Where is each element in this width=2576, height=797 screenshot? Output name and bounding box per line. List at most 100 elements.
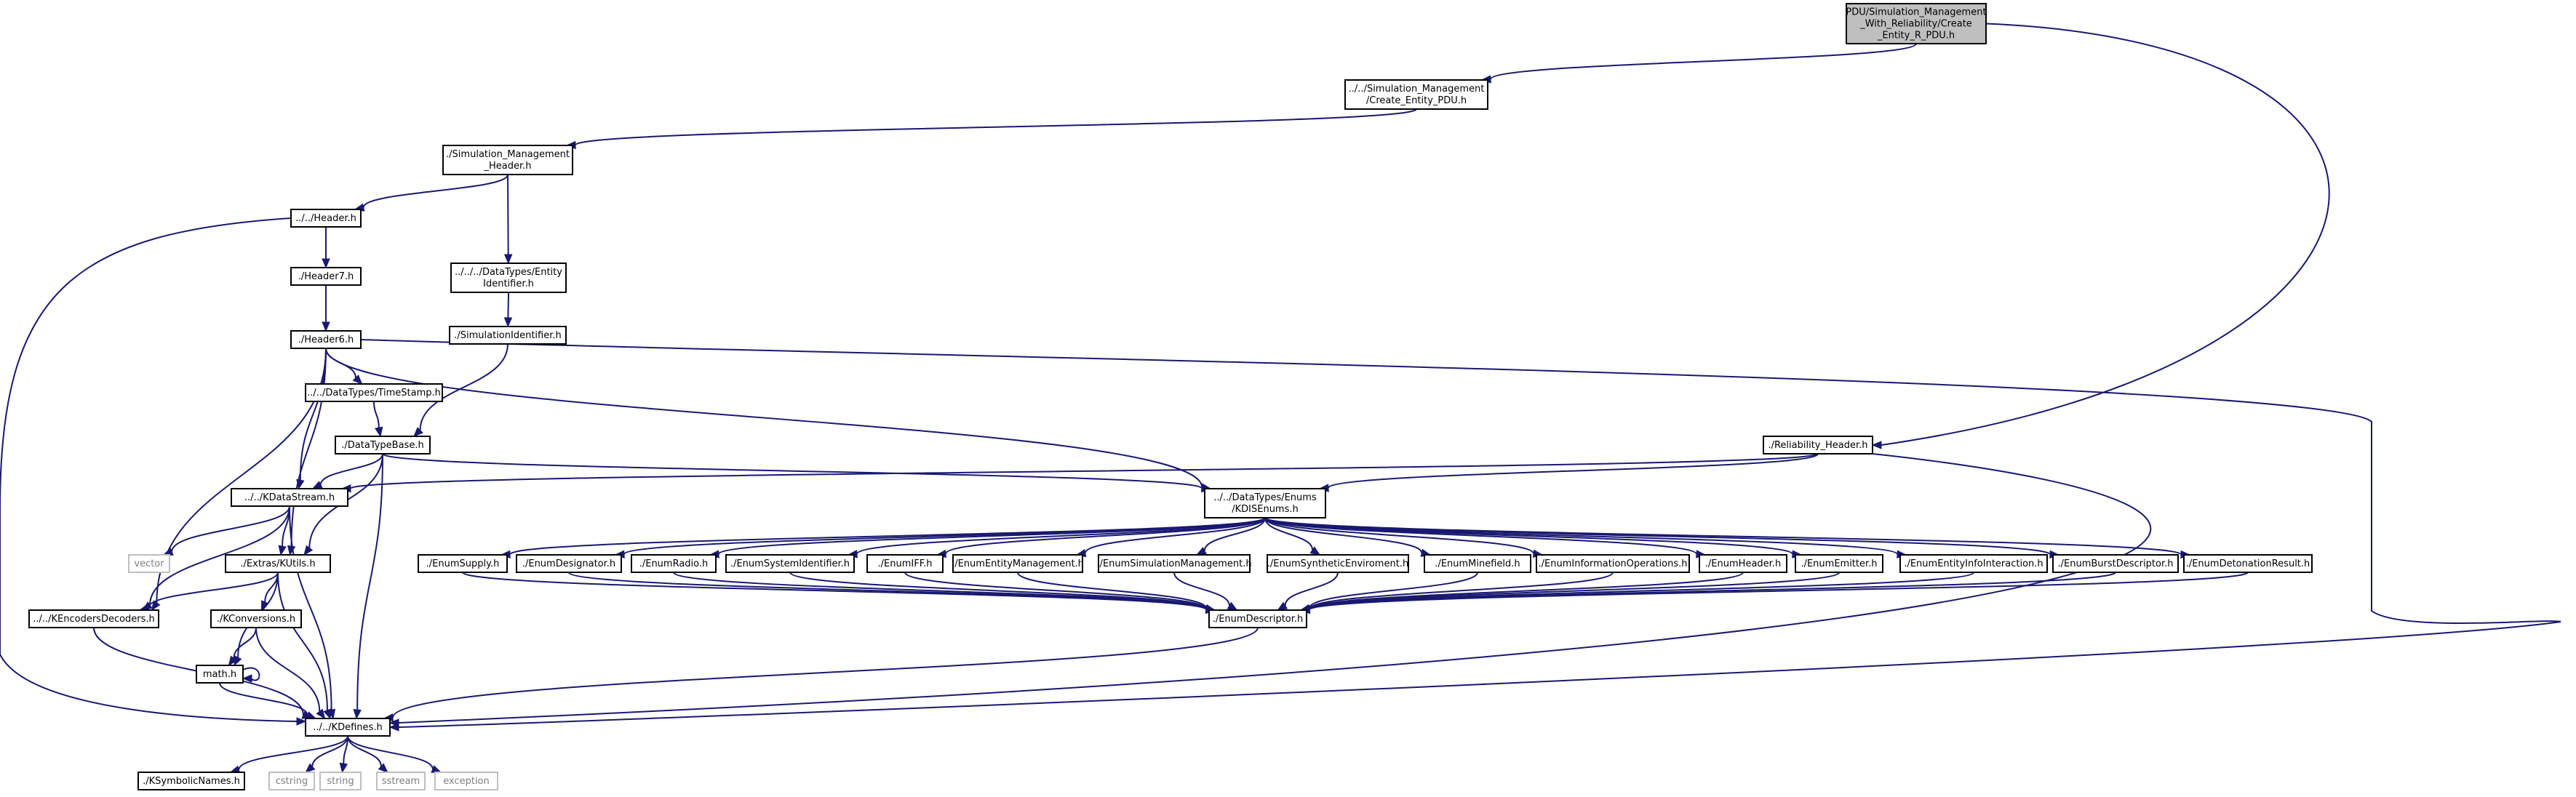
- edge-arrowhead: [228, 655, 238, 667]
- edge-line: [1308, 572, 1478, 609]
- edge-kdefines-to-exception: [347, 735, 442, 773]
- node-box: [725, 554, 855, 573]
- node-label: ./Reliability_Header.h: [1768, 440, 1867, 451]
- node-label: ./EnumMinefield.h: [1435, 558, 1520, 569]
- node-e-designator[interactable]: ./EnumDesignator.h: [516, 554, 622, 573]
- node-label: ./EnumHeader.h: [1705, 558, 1781, 569]
- edge-sim_mgmt_header-to-header: [354, 174, 509, 212]
- node-box: [290, 330, 362, 349]
- node-sim-mgmt-header[interactable]: ./Simulation_Management_Header.h: [442, 145, 573, 175]
- node-e-minefield[interactable]: ./EnumMinefield.h: [1424, 554, 1531, 573]
- node-e-iff[interactable]: ./EnumIFF.h: [866, 554, 944, 573]
- node-e-synth[interactable]: ./EnumSyntheticEnviroment.h: [1267, 554, 1409, 573]
- edge-line: [350, 453, 1819, 489]
- edge-arrowhead: [242, 674, 252, 683]
- node-kutils[interactable]: ./Extras/KUtils.h: [225, 554, 331, 573]
- node-reliability-header[interactable]: ./Reliability_Header.h: [1763, 436, 1873, 454]
- edge-line: [419, 343, 509, 430]
- node-e-infoops[interactable]: ./EnumInformationOperations.h: [1536, 554, 1690, 573]
- node-box: [2052, 554, 2179, 573]
- edge-datatypebase-to-kdisenums: [382, 453, 1212, 493]
- node-label: ../../KEncodersDecoders.h: [33, 614, 155, 625]
- node-e-entmgmt[interactable]: ./EnumEntityManagement.h: [952, 554, 1084, 573]
- node-box: [1098, 554, 1251, 573]
- node-create-entity[interactable]: ../../Simulation_Management/Create_Entit…: [1344, 79, 1488, 110]
- edge-arrowhead: [323, 708, 332, 720]
- node-kconversions[interactable]: ./KConversions.h: [210, 609, 302, 628]
- edge-line: [509, 517, 1266, 556]
- node-enumdescriptor[interactable]: ./EnumDescriptor.h: [1208, 609, 1307, 628]
- edge-arrowhead: [378, 763, 388, 773]
- node-e-header[interactable]: ./EnumHeader.h: [1699, 554, 1787, 573]
- node-simulation-identifier[interactable]: ./SimulationIdentifier.h: [449, 326, 567, 345]
- edge-line: [289, 505, 332, 710]
- edge-line: [277, 572, 328, 710]
- node-sstream: sstream: [376, 772, 426, 790]
- edge-timestamp-to-datatypebase: [373, 401, 383, 438]
- edge-line: [673, 572, 1208, 611]
- node-exception: exception: [434, 772, 498, 790]
- edge-arrowhead: [303, 545, 314, 556]
- node-label: PDU/Simulation_Management: [1846, 7, 1986, 18]
- node-box: [335, 436, 431, 454]
- edge-line: [1017, 572, 1208, 609]
- node-box: [319, 772, 362, 790]
- node-label: ./Simulation_Management: [446, 149, 570, 160]
- node-header[interactable]: ../../Header.h: [290, 209, 362, 228]
- node-e-simmgmt[interactable]: ./EnumSimulationManagement.h: [1096, 554, 1252, 573]
- edge-line: [219, 682, 308, 716]
- edge-arrowhead: [278, 545, 287, 556]
- edge-header6-to-kutils: [287, 348, 327, 556]
- node-kdisenums[interactable]: ../../DataTypes/Enums/KDISEnums.h: [1204, 488, 1326, 518]
- edge-line: [717, 517, 1266, 556]
- node-kencoders[interactable]: ../../KEncodersDecoders.h: [28, 609, 159, 628]
- edge-line: [462, 572, 1208, 611]
- edge-line: [391, 627, 1259, 718]
- edge-line: [347, 735, 382, 767]
- node-e-radio[interactable]: ./EnumRadio.h: [631, 554, 717, 573]
- node-timestamp[interactable]: ../../DataTypes/TimeStamp.h: [305, 383, 443, 402]
- edge-header6-to-kdatastream: [296, 348, 327, 490]
- edge-arrowhead: [375, 426, 383, 438]
- node-header6[interactable]: ./Header6.h: [290, 330, 362, 349]
- edge-line: [904, 572, 1208, 610]
- node-label: ./EnumIFF.h: [878, 558, 933, 569]
- edge-line: [1308, 572, 1614, 610]
- node-root[interactable]: PDU/Simulation_Management_With_Reliabili…: [1846, 3, 1987, 44]
- edge-line: [171, 505, 290, 552]
- edge-entity_identifier-to-simulation_identifier: [503, 292, 513, 328]
- node-label: ./EnumSupply.h: [426, 558, 500, 569]
- edge-simulation_identifier-to-datatypebase: [413, 343, 509, 437]
- node-label: ./EnumDesignator.h: [522, 558, 615, 569]
- edge-line: [789, 572, 1208, 610]
- edge-kutils-to-kconversions: [260, 572, 279, 612]
- node-box: [866, 554, 944, 573]
- node-e-supply[interactable]: ./EnumSupply.h: [418, 554, 508, 573]
- edge-arrowhead: [413, 427, 423, 437]
- node-label: math.h: [203, 669, 236, 680]
- node-ksymbolic[interactable]: ./KSymbolicNames.h: [137, 772, 245, 790]
- edge-line: [360, 339, 2561, 728]
- node-e-emitter[interactable]: ./EnumEmitter.h: [1795, 554, 1883, 573]
- node-e-sysid[interactable]: ./EnumSystemIdentifier.h: [725, 554, 855, 573]
- node-e-detonation[interactable]: ./EnumDetonationResult.h: [2183, 554, 2313, 573]
- edge-line: [382, 453, 1203, 489]
- node-label: ./Header6.h: [298, 335, 354, 345]
- node-kdatastream[interactable]: ../../KDataStream.h: [231, 488, 348, 507]
- edge-sim_mgmt_header-to-entity_identifier: [503, 174, 513, 265]
- node-label: ./KSymbolicNames.h: [143, 776, 240, 787]
- edge-line: [325, 348, 1203, 488]
- node-box: [290, 209, 362, 228]
- node-datatypebase[interactable]: ./DataTypeBase.h: [335, 436, 431, 454]
- node-e-burst[interactable]: ./EnumBurstDescriptor.h: [2052, 554, 2179, 573]
- edge-arrowhead: [1277, 601, 1288, 611]
- node-kdefines[interactable]: ../../KDefines.h: [305, 718, 391, 737]
- node-math[interactable]: math.h: [196, 665, 244, 684]
- node-header7[interactable]: ./Header7.h: [290, 267, 362, 286]
- node-box: [1699, 554, 1787, 573]
- node-box: [1204, 488, 1326, 518]
- node-e-entinfo[interactable]: ./EnumEntityInfoInteraction.h: [1899, 554, 2048, 573]
- edge-line: [856, 517, 1266, 555]
